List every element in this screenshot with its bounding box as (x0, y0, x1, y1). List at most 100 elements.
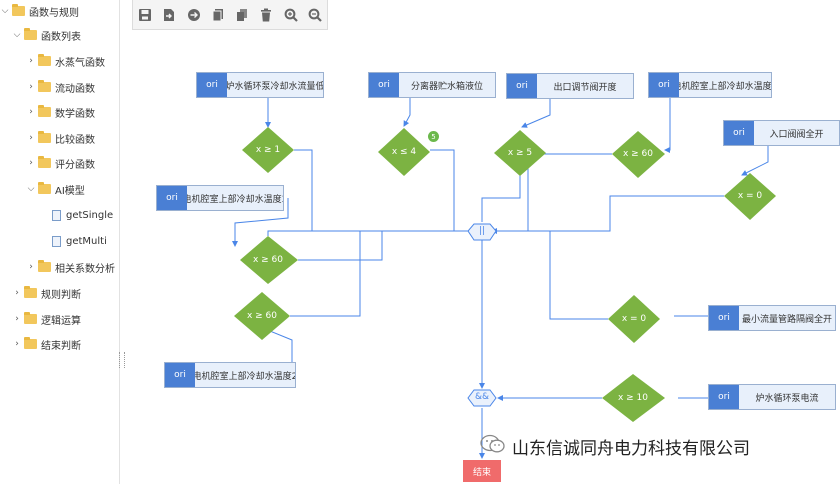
chevron-right-icon[interactable]: › (29, 262, 33, 272)
tree-item[interactable]: › 逻辑运算 (12, 308, 81, 330)
node-type-tag: ori (507, 74, 537, 98)
flow-input-node[interactable]: ori 出口调节阀开度 (506, 73, 634, 99)
file-icon (52, 209, 61, 221)
folder-icon (24, 337, 37, 349)
flow-input-node[interactable]: ori 分离器贮水箱液位 (368, 72, 496, 98)
tree-item-label: 规则判断 (41, 289, 81, 301)
count-badge: 5 (428, 131, 439, 142)
flow-input-node[interactable]: ori 电机腔室上部冷却水温度2 (164, 362, 296, 388)
chevron-down-icon[interactable]: ⌵ (13, 30, 21, 40)
folder-icon (12, 4, 25, 16)
zoom-out-icon[interactable] (306, 6, 324, 24)
folder-icon (38, 54, 51, 66)
tree-item-label: 比较函数 (55, 134, 95, 146)
save-icon[interactable] (136, 6, 154, 24)
delete-icon[interactable] (257, 6, 275, 24)
tree-item-label: 相关系数分析 (55, 263, 115, 275)
node-label: 出口调节阀开度 (553, 82, 617, 93)
flow-input-node[interactable]: ori 电机腔室上部冷却水温度3 (156, 185, 284, 211)
chevron-right-icon[interactable]: › (29, 158, 33, 168)
chevron-right-icon[interactable]: › (15, 339, 19, 349)
tree-item[interactable]: › 比较函数 (26, 127, 95, 149)
chevron-right-icon[interactable]: › (29, 82, 33, 92)
node-label: 电机腔室上部冷却水温度1 (679, 81, 771, 92)
folder-icon (24, 28, 37, 40)
tree-item[interactable]: › 结束判断 (12, 333, 81, 355)
node-type-tag: ori (724, 121, 754, 145)
flow-input-node[interactable]: ori 电机腔室上部冷却水温度1 (648, 72, 772, 98)
folder-icon (38, 182, 51, 194)
node-type-tag: ori (197, 73, 227, 97)
folder-icon (38, 131, 51, 143)
tree-item-label: 逻辑运算 (41, 315, 81, 327)
condition-diamond[interactable] (242, 127, 294, 173)
node-label: 电机腔室上部冷却水温度3 (187, 194, 283, 205)
panel-resize-handle[interactable] (119, 352, 125, 368)
import-icon[interactable] (185, 6, 203, 24)
folder-icon (38, 105, 51, 117)
condition-diamond[interactable] (234, 292, 290, 340)
zoom-in-icon[interactable] (282, 6, 300, 24)
tree-item[interactable]: › 流动函数 (26, 76, 95, 98)
tree-item-label: getMulti (66, 235, 107, 247)
chevron-down-icon[interactable]: ⌵ (27, 184, 35, 194)
paste-icon[interactable] (233, 6, 251, 24)
flow-canvas: ori 炉水循环泵冷却水流量低 ori 分离器贮水箱液位 ori 出口调节阀开度… (120, 0, 840, 484)
tree-item-label: 函数与规则 (29, 7, 79, 19)
tree-item[interactable]: getMulti (50, 230, 107, 252)
chevron-right-icon[interactable]: › (29, 56, 33, 66)
tree-item-label: 数学函数 (55, 108, 95, 120)
or-gate[interactable] (467, 223, 497, 241)
folder-icon (24, 286, 37, 298)
tree-item[interactable]: getSingle (50, 204, 113, 226)
and-gate[interactable] (467, 389, 497, 407)
condition-diamond[interactable] (602, 374, 665, 422)
node-type-tag: ori (649, 73, 679, 97)
folder-icon (38, 80, 51, 92)
node-label: 炉水循环泵冷却水流量低 (227, 81, 323, 92)
copy-icon[interactable] (209, 6, 227, 24)
company-watermark: 山东信诚同舟电力科技有限公司 (480, 434, 750, 459)
flow-input-node[interactable]: ori 最小流量管路隔阀全开 (708, 305, 836, 331)
tree-item[interactable]: › 评分函数 (26, 152, 95, 174)
flow-input-node[interactable]: ori 炉水循环泵电流 (708, 384, 836, 410)
condition-diamond[interactable] (612, 131, 665, 178)
folder-icon (38, 260, 51, 272)
tree-item[interactable]: › 数学函数 (26, 101, 95, 123)
tree-item[interactable]: › 水蒸气函数 (26, 50, 105, 72)
export-icon[interactable] (160, 6, 178, 24)
node-type-tag: ori (369, 73, 399, 97)
file-icon (52, 235, 61, 247)
tree-item[interactable]: › 相关系数分析 (26, 256, 115, 278)
chevron-right-icon[interactable]: › (15, 288, 19, 298)
tree-item-label: 流动函数 (55, 83, 95, 95)
folder-icon (24, 312, 37, 324)
tree-item-label: 评分函数 (55, 159, 95, 171)
editor-toolbar (132, 0, 328, 30)
node-label: 分离器贮水箱液位 (410, 81, 483, 92)
tree-item[interactable]: ⌵ 函数与规则 (0, 0, 79, 22)
chevron-down-icon[interactable]: ⌵ (1, 6, 9, 16)
chevron-right-icon[interactable]: › (29, 107, 33, 117)
tree-item[interactable]: ⌵ 函数列表 (12, 24, 81, 46)
condition-diamond[interactable] (240, 236, 298, 284)
tree-item-label: getSingle (66, 209, 114, 221)
tree-item-label: AI模型 (55, 185, 85, 197)
condition-diamond[interactable] (724, 173, 776, 220)
tree-item[interactable]: ⌵ AI模型 (26, 178, 85, 200)
end-node[interactable]: 结束 (463, 460, 501, 482)
chevron-right-icon[interactable]: › (15, 314, 19, 324)
flow-input-node[interactable]: ori 炉水循环泵冷却水流量低 (196, 72, 324, 98)
flow-input-node[interactable]: ori 入口阀阀全开 (723, 120, 840, 146)
condition-diamond[interactable] (494, 130, 546, 176)
chevron-right-icon[interactable]: › (29, 133, 33, 143)
node-type-tag: ori (165, 363, 195, 387)
node-type-tag: ori (709, 385, 739, 409)
node-label: 炉水循环泵电流 (755, 393, 819, 404)
tree-item[interactable]: › 规则判断 (12, 282, 81, 304)
node-type-tag: ori (157, 186, 187, 210)
condition-diamond[interactable] (608, 295, 660, 343)
folder-icon (38, 156, 51, 168)
watermark-text: 山东信诚同舟电力科技有限公司 (512, 439, 750, 459)
condition-diamond[interactable] (378, 128, 430, 176)
